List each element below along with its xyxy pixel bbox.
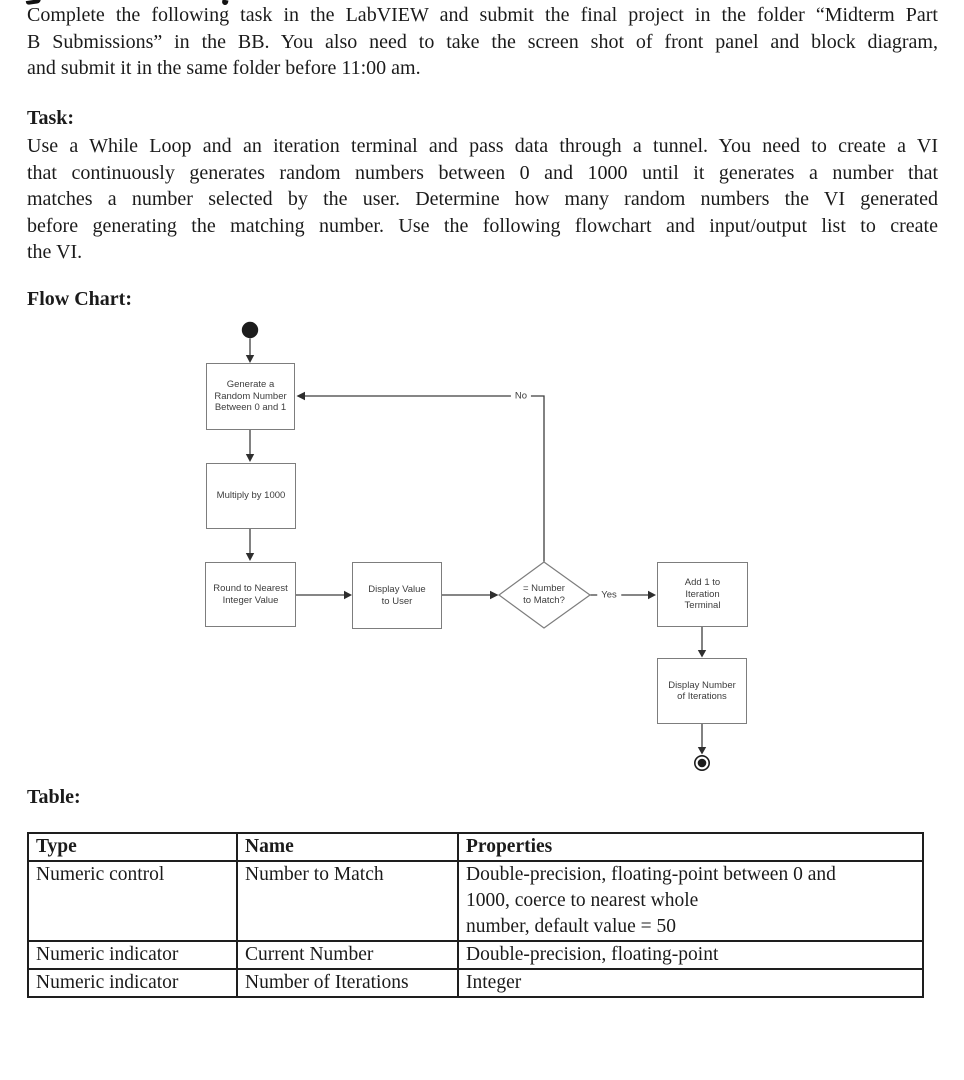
edge-label-no: No xyxy=(510,389,532,403)
table-header-row: Type Name Properties xyxy=(27,832,924,862)
arrowhead-icon xyxy=(697,747,707,755)
decision-diamond xyxy=(497,561,592,629)
table-row: Numeric control Number to Match Double-p… xyxy=(27,860,924,942)
table-row: Numeric indicator Number of Iterations I… xyxy=(27,968,924,998)
flowchart-decision-label: = Number to Match? xyxy=(523,583,565,606)
intro-line: and submit it in the same folder before … xyxy=(27,57,421,79)
flowchart-node-add-one: Add 1 to Iteration Terminal xyxy=(657,562,748,627)
arrowhead-icon xyxy=(697,650,707,658)
arrowhead-icon xyxy=(245,553,255,561)
flow-chart-heading: Flow Chart: xyxy=(27,288,132,310)
flowchart-node-generate-random: Generate a Random Number Between 0 and 1 xyxy=(206,363,295,430)
table-header-name: Name xyxy=(236,832,459,862)
table-cell-properties: Double-precision, floating-point between… xyxy=(457,860,924,942)
arrowhead-icon xyxy=(245,454,255,462)
table-cell-properties: Integer xyxy=(457,968,924,998)
end-node-inner-dot xyxy=(697,758,707,768)
arrowhead-icon xyxy=(245,355,255,363)
task-line: Use a While Loop and an iteration termin… xyxy=(27,135,938,157)
edge-decision-no-loop xyxy=(305,395,545,562)
flowchart-node-display-iterations: Display Number of Iterations xyxy=(657,658,747,724)
arrowhead-icon xyxy=(490,590,499,600)
start-node-icon xyxy=(241,321,259,339)
task-paragraph: Use a While Loop and an iteration termin… xyxy=(27,133,938,266)
arrowhead-icon xyxy=(296,391,305,401)
flowchart-node-round: Round to Nearest Integer Value xyxy=(205,562,296,627)
table-header-properties: Properties xyxy=(457,832,924,862)
table-cell-type: Numeric indicator xyxy=(27,968,238,998)
table-cell-name: Number to Match xyxy=(236,860,459,942)
task-line: that continuously generates random numbe… xyxy=(27,161,938,184)
intro-paragraph: Complete the following task in the LabVI… xyxy=(27,2,938,82)
task-line: before generating the matching number. U… xyxy=(27,214,938,237)
table-cell-properties: Double-precision, floating-point xyxy=(457,940,924,970)
arrowhead-icon xyxy=(648,590,656,600)
table-heading: Table: xyxy=(27,786,81,808)
intro-line: Complete the following task in the LabVI… xyxy=(27,4,938,26)
arrowhead-icon xyxy=(344,590,352,600)
table-cell-type: Numeric control xyxy=(27,860,238,942)
table-cell-type: Numeric indicator xyxy=(27,940,238,970)
table-cell-name: Number of Iterations xyxy=(236,968,459,998)
flowchart-node-display-value: Display Value to User xyxy=(352,562,442,629)
task-heading: Task: xyxy=(27,107,75,129)
edge-label-yes: Yes xyxy=(597,588,621,602)
table-header-type: Type xyxy=(27,832,238,862)
flowchart-node-multiply: Multiply by 1000 xyxy=(206,463,296,529)
task-line: matches a number selected by the user. D… xyxy=(27,188,938,210)
table-cell-name: Current Number xyxy=(236,940,459,970)
io-table: Type Name Properties Numeric control Num… xyxy=(27,832,924,998)
table-row: Numeric indicator Current Number Double-… xyxy=(27,940,924,970)
task-line: the VI. xyxy=(27,241,83,263)
intro-line: B Submissions” in the BB. You also need … xyxy=(27,30,938,53)
